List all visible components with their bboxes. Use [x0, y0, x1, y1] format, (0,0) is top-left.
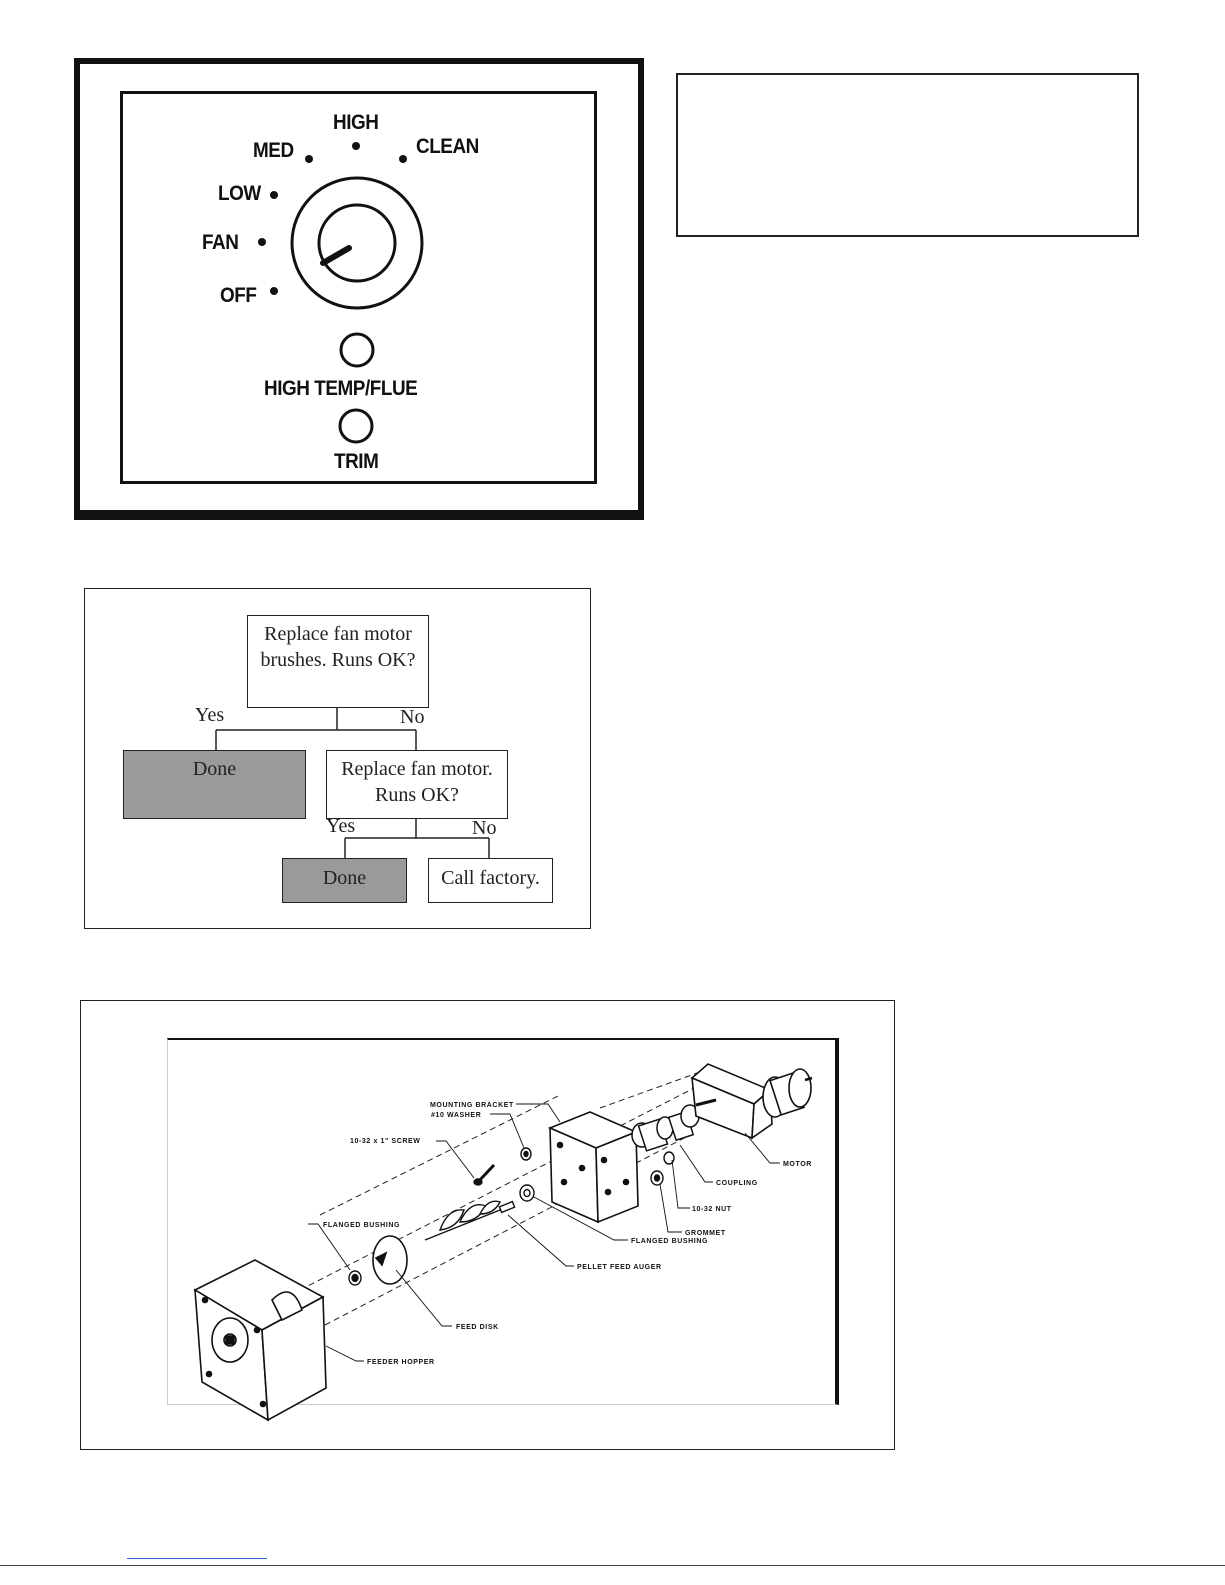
label-trim: TRIM: [334, 450, 379, 473]
troubleshooting-flowchart: [84, 588, 591, 929]
label-off: OFF: [220, 284, 257, 307]
flowchart-connectors: [215, 708, 490, 858]
nut-part: [663, 1151, 675, 1165]
flow-label-no-1: No: [400, 706, 425, 728]
label-clean: CLEAN: [416, 135, 479, 158]
motor-part: [690, 1063, 813, 1140]
dot-med: [305, 155, 313, 163]
selector-knob[interactable]: [290, 176, 424, 310]
flow-call-factory: Call factory.: [428, 858, 553, 903]
label-nut: 10-32 NUT: [692, 1206, 732, 1213]
label-high-temp-flue: HIGH TEMP/FLUE: [264, 377, 418, 400]
feeder-hopper-part: [193, 1259, 327, 1422]
dot-high: [352, 142, 360, 150]
auger-assembly-figure: [80, 1000, 895, 1450]
label-washer: #10 WASHER: [431, 1112, 481, 1119]
dot-low: [270, 191, 278, 199]
footer-link-underline[interactable]: [127, 1558, 267, 1559]
pellet-feed-auger-part: [424, 1200, 516, 1241]
label-flanged-bushing-right: FLANGED BUSHING: [631, 1238, 708, 1245]
label-fan: FAN: [202, 231, 239, 254]
flow-label-yes-1: Yes: [195, 704, 225, 726]
mounting-bracket-part: [547, 1111, 639, 1224]
flow-label-yes-2: Yes: [326, 815, 356, 837]
control-panel-face: [120, 91, 597, 484]
label-pellet-feed-auger: PELLET FEED AUGER: [577, 1264, 662, 1271]
dot-off: [270, 287, 278, 295]
auger-assembly-drawing: [167, 1038, 839, 1405]
flanged-bushing-right-part: [519, 1184, 535, 1202]
high-temp-flue-light: [339, 332, 375, 368]
label-feed-disk: FEED DISK: [456, 1324, 499, 1331]
coupling-part: [631, 1104, 700, 1152]
label-med: MED: [253, 139, 294, 162]
grommet-part: [650, 1170, 664, 1186]
flanged-bushing-left-part: [348, 1270, 362, 1286]
label-screw: 10-32 x 1" SCREW: [350, 1138, 421, 1145]
label-low: LOW: [218, 182, 261, 205]
label-high: HIGH: [333, 111, 379, 134]
label-motor: MOTOR: [783, 1161, 812, 1168]
flow-step-replace-brushes: Replace fan motor brushes. Runs OK?: [247, 615, 429, 708]
label-feeder-hopper: FEEDER HOPPER: [367, 1359, 435, 1366]
flow-step-replace-motor: Replace fan motor. Runs OK?: [326, 750, 508, 819]
label-flanged-bushing-left: FLANGED BUSHING: [323, 1222, 400, 1229]
flow-label-no-2: No: [472, 817, 497, 839]
flow-done-2: Done: [282, 858, 407, 903]
screw-part: [473, 1163, 496, 1186]
feed-disk-part: [372, 1235, 408, 1285]
label-grommet: GROMMET: [685, 1230, 726, 1237]
auger-exploded-view: MOUNTING BRACKET #10 WASHER 10-32 x 1" S…: [193, 1063, 813, 1422]
dot-clean: [399, 155, 407, 163]
footer-rule: [0, 1565, 1225, 1566]
trim-light: [338, 408, 374, 444]
washer-part: [520, 1147, 532, 1161]
note-box: [676, 73, 1139, 237]
control-panel-drawing: [258, 142, 424, 444]
flow-done-1: Done: [123, 750, 306, 819]
label-coupling: COUPLING: [716, 1180, 758, 1187]
dot-fan: [258, 238, 266, 246]
label-mounting-bracket: MOUNTING BRACKET: [430, 1102, 514, 1109]
